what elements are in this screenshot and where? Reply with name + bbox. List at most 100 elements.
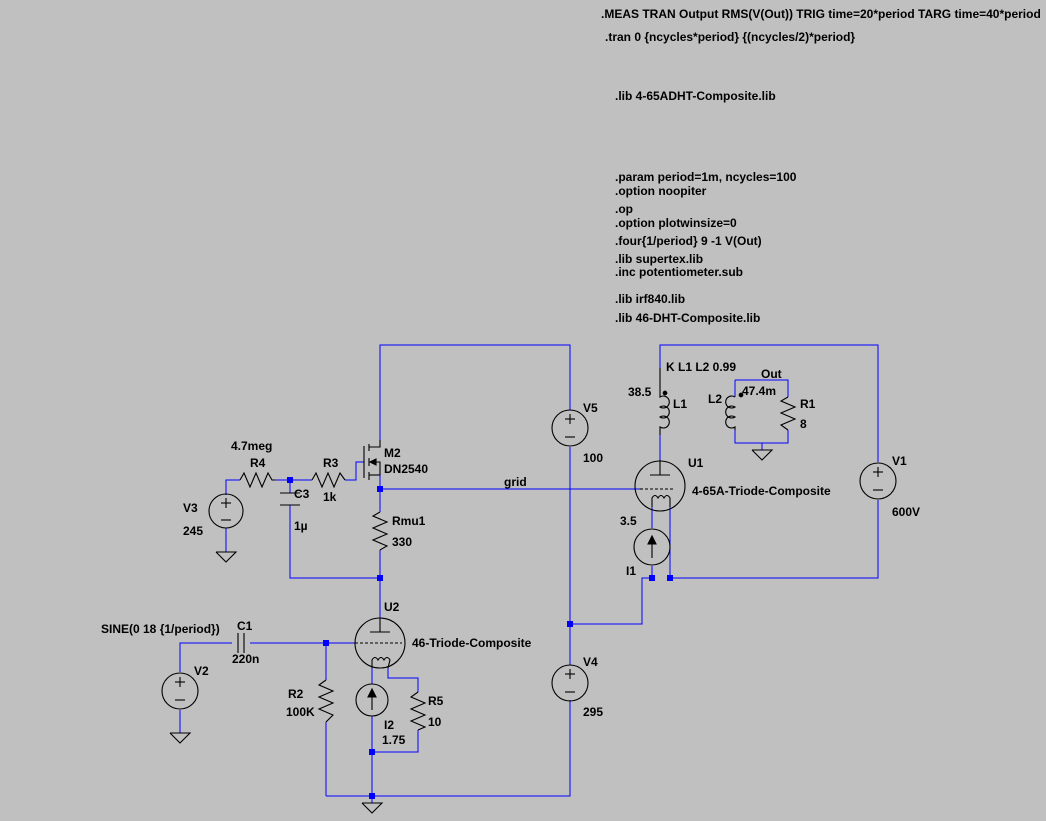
net-label-grid[interactable]: grid (504, 475, 527, 489)
wire-v1-bottom[interactable] (670, 500, 879, 579)
directive-four[interactable]: .four{1/period} 9 -1 V(Out) (615, 234, 762, 248)
junction-u1-filament (667, 575, 673, 581)
u2-name: U2 (384, 600, 400, 614)
wire-u2-r5[interactable] (387, 668, 419, 692)
v2-voltage-source[interactable]: SINE(0 18 {1/period}) V2 (101, 622, 220, 710)
u1-triode[interactable]: U1 4-65A-Triode-Composite (634, 456, 831, 512)
i1-value: 3.5 (620, 514, 637, 528)
net-label-out[interactable]: Out (761, 367, 782, 381)
r3-value: 1k (323, 490, 337, 504)
wire-c3-loop[interactable] (289, 505, 380, 579)
ground-symbols (169, 449, 774, 814)
c1-value: 220n (232, 652, 259, 666)
v4-voltage-source[interactable]: V4 295 (551, 655, 603, 719)
spice-directives: .MEAS TRAN Output RMS(V(Out)) TRIG time=… (601, 7, 1041, 325)
directive-op[interactable]: .op (615, 202, 633, 216)
junctions (287, 477, 673, 799)
ground-icon (361, 802, 384, 814)
c1-capacitor[interactable]: C1 220n (232, 619, 259, 666)
v2-value: SINE(0 18 {1/period}) (101, 622, 220, 636)
v4-value: 295 (583, 705, 603, 719)
wire-out-net[interactable] (735, 379, 789, 397)
v3-value: 245 (183, 524, 203, 538)
v5-value: 100 (583, 451, 603, 465)
r2-name: R2 (288, 687, 304, 701)
v5-name: V5 (583, 401, 598, 415)
c3-name: C3 (294, 487, 310, 501)
wire-secondary-bottom[interactable] (734, 430, 789, 444)
rmu1-value: 330 (392, 535, 412, 549)
l2-value: 47.4m (742, 384, 776, 398)
junction-ground (369, 793, 375, 799)
l2-inductor[interactable]: L2 47.4m (708, 384, 776, 430)
directive-param[interactable]: .param period=1m, ncycles=100 (615, 170, 797, 184)
u2-model: 46-Triode-Composite (412, 636, 532, 650)
wire-r3-gate[interactable] (345, 461, 364, 481)
junction-r5 (369, 749, 375, 755)
v4-name: V4 (583, 655, 598, 669)
v5-voltage-source[interactable]: V5 100 (551, 401, 603, 465)
rmu1-resistor[interactable]: Rmu1 330 (371, 511, 426, 551)
v1-value: 600V (892, 505, 920, 519)
ground-icon (751, 449, 774, 461)
wire-u1-anode-v1[interactable] (659, 344, 879, 462)
directive-option-noopiter[interactable]: .option noopiter (615, 184, 707, 198)
directive-meas[interactable]: .MEAS TRAN Output RMS(V(Out)) TRIG time=… (601, 7, 1041, 21)
ground-icon (215, 551, 238, 563)
l2-name: L2 (708, 392, 722, 406)
directive-inc-potentiometer[interactable]: .inc potentiometer.sub (615, 265, 743, 279)
r1-resistor[interactable]: R1 8 (779, 396, 816, 431)
ground-icon (169, 732, 192, 744)
junction-v4 (567, 621, 573, 627)
wire-v2-c1[interactable] (179, 642, 232, 672)
directive-lib-irf840[interactable]: .lib irf840.lib (615, 292, 685, 306)
r2-value: 100K (286, 705, 315, 719)
i1-current-source[interactable]: 3.5 I1 (620, 514, 671, 578)
wire-v4-top-cathode[interactable] (570, 577, 652, 625)
wire-m2-drain-v5[interactable] (379, 344, 571, 440)
c3-value: 1µ (294, 519, 308, 533)
directive-lib-465[interactable]: .lib 4-65ADHT-Composite.lib (615, 89, 776, 103)
junction-r4-r3 (287, 477, 293, 483)
r5-name: R5 (428, 694, 444, 708)
i1-name: I1 (626, 564, 636, 578)
r4-value: 4.7meg (231, 439, 272, 453)
wire-v4-ground-rail[interactable] (326, 700, 571, 797)
wire-r5-bottom[interactable] (372, 730, 419, 753)
r1-name: R1 (800, 397, 816, 411)
u1-name: U1 (688, 456, 704, 470)
i2-value: 1.75 (382, 733, 406, 747)
m2-mosfet[interactable]: M2 DN2540 (363, 440, 428, 480)
directive-lib-supertex[interactable]: .lib supertex.lib (615, 252, 703, 266)
r4-name: R4 (250, 456, 266, 470)
m2-name: M2 (384, 446, 401, 460)
r3-name: R3 (323, 456, 339, 470)
r5-value: 10 (428, 715, 442, 729)
i2-current-source[interactable]: I2 1.75 (355, 683, 406, 747)
m2-model: DN2540 (384, 462, 428, 476)
junction-grid (377, 486, 383, 492)
coupling-k[interactable]: K L1 L2 0.99 (666, 360, 736, 374)
r1-value: 8 (800, 417, 807, 431)
directive-tran[interactable]: .tran 0 {ncycles*period} {(ncycles/2)*pe… (605, 30, 855, 44)
v3-voltage-source[interactable]: V3 245 (183, 493, 244, 538)
u1-model: 4-65A-Triode-Composite (692, 484, 831, 498)
r3-resistor[interactable]: R3 1k (311, 456, 346, 504)
wire-v3-r4[interactable] (225, 479, 240, 495)
v1-name: V1 (892, 454, 907, 468)
v3-name: V3 (183, 501, 198, 515)
directive-option-plotwinsize[interactable]: .option plotwinsize=0 (615, 216, 737, 230)
r2-resistor[interactable]: R2 100K (286, 679, 335, 723)
r5-resistor[interactable]: R5 10 (409, 691, 444, 731)
junction-rmu1 (377, 575, 383, 581)
l1-inductor[interactable]: 38.5 L1 (628, 368, 687, 435)
u2-triode[interactable]: U2 46-Triode-Composite (354, 600, 532, 669)
rmu1-name: Rmu1 (392, 514, 426, 528)
c3-capacitor[interactable]: C3 1µ (280, 487, 310, 533)
r4-resistor[interactable]: 4.7meg R4 (231, 439, 275, 489)
c1-name: C1 (237, 619, 253, 633)
v1-voltage-source[interactable]: V1 600V (859, 454, 920, 519)
directive-lib-46dht[interactable]: .lib 46-DHT-Composite.lib (615, 311, 760, 325)
